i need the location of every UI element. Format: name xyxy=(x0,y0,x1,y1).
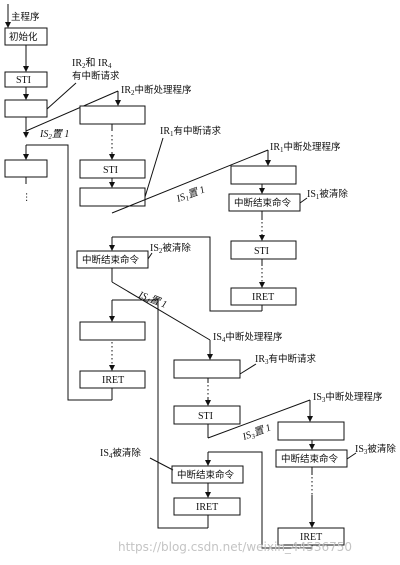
ir2-eoi-label: 中断结束命令 xyxy=(82,254,140,266)
is3-cleared-note: IS3被清除 xyxy=(355,443,396,456)
is3-return-path xyxy=(208,451,312,549)
is2-set-label: IS2置 1 xyxy=(39,128,69,141)
ir2-ir4-request-and: 和 IR xyxy=(86,57,109,69)
is1-cleared-note: IS1被清除 xyxy=(307,188,348,201)
ir1-iret-label: IRET xyxy=(252,292,274,303)
ir1-handler: IR1中断处理程序 中断结束命令 IS1被清除 STI IRET xyxy=(228,141,348,311)
ir2-ir4-request-sub2: 2 xyxy=(82,62,86,70)
is3-iret-box xyxy=(277,527,345,546)
svg-text:IS3中断处理程序: IS3中断处理程序 xyxy=(313,391,383,404)
main-instruction-box-1 xyxy=(4,99,48,118)
jump-to-ir4-line xyxy=(111,281,211,341)
ir3-request-note: IR3有中断请求 xyxy=(255,353,317,366)
is2-cleared-note: IS2被清除 xyxy=(150,242,191,255)
ir2-handler: IR2中断处理程序 STI 中断结束命令 IRET xyxy=(76,84,192,400)
ir4-sti-box xyxy=(173,405,241,425)
ir1-iret-box xyxy=(230,287,297,306)
ir2-sti-label: STI xyxy=(103,165,118,176)
ir2-ir4-request-sub4: 4 xyxy=(108,62,112,70)
ir1-eoi-label: 中断结束命令 xyxy=(234,197,292,209)
watermark: https://blog.csdn.net/weixin_44536750 xyxy=(118,540,352,554)
ir1-return-path xyxy=(112,236,262,312)
is3-handler: IS3中断处理程序 中断结束命令 IS3被清除 IRET xyxy=(275,391,396,548)
ir4-handler: IS4中断处理程序 IR3有中断请求 STI 中断结束命令 IS4被清除 IRE… xyxy=(100,331,317,528)
jump-to-is3-line xyxy=(207,399,311,439)
ir2-handler-box-3 xyxy=(79,321,146,341)
ir4-iret-box xyxy=(173,497,241,516)
svg-text:IR1中断处理程序: IR1中断处理程序 xyxy=(270,141,341,154)
main-program-column: 主程序 初始化 STI ⋮ xyxy=(4,4,48,203)
ir4-iret-label: IRET xyxy=(196,502,218,513)
is3-eoi-label: 中断结束命令 xyxy=(281,453,339,465)
ir2-return-path xyxy=(26,144,112,401)
init-label: 初始化 xyxy=(9,31,38,43)
ir2-iret-label: IRET xyxy=(102,375,124,386)
ir4-return-path xyxy=(112,299,208,529)
jump-to-ir2-line xyxy=(25,90,119,132)
ir4-eoi-label: 中断结束命令 xyxy=(177,469,235,481)
svg-text:IR2和 IR4: IR2和 IR4 xyxy=(72,57,112,70)
is1-set-label: IS1置 1 xyxy=(174,184,207,207)
main-program-label: 主程序 xyxy=(11,11,40,23)
ir2-ir4-request-prefix: IR xyxy=(72,58,82,69)
main-instruction-box-2 xyxy=(4,159,48,178)
is3-iret-label: IRET xyxy=(300,532,322,543)
ir4-handler-box-1 xyxy=(173,359,241,379)
svg-text:IS4中断处理程序: IS4中断处理程序 xyxy=(213,331,283,344)
svg-text:IR2中断处理程序: IR2中断处理程序 xyxy=(121,84,192,97)
ir1-sti-label: STI xyxy=(254,246,269,257)
ir1-request-note: IR1有中断请求 xyxy=(160,125,222,138)
is3-handler-box-1 xyxy=(277,421,345,441)
ir2-handler-box-1 xyxy=(79,105,146,125)
ir4-sti-label: STI xyxy=(198,411,213,422)
ir1-handler-box-1 xyxy=(230,165,297,185)
ir2-ir4-request-note: IR2和 IR4 有中断请求 xyxy=(46,57,120,110)
ir2-ir4-request-text: 有中断请求 xyxy=(72,70,120,82)
main-ellipsis: ⋮ xyxy=(22,192,32,203)
jump-to-ir1-line xyxy=(111,149,269,214)
is3-set-label: IS3置 1 xyxy=(240,422,273,445)
is4-cleared-note: IS4被清除 xyxy=(100,447,141,460)
ir1-sti-box xyxy=(230,240,297,260)
main-sti-label: STI xyxy=(16,75,31,86)
